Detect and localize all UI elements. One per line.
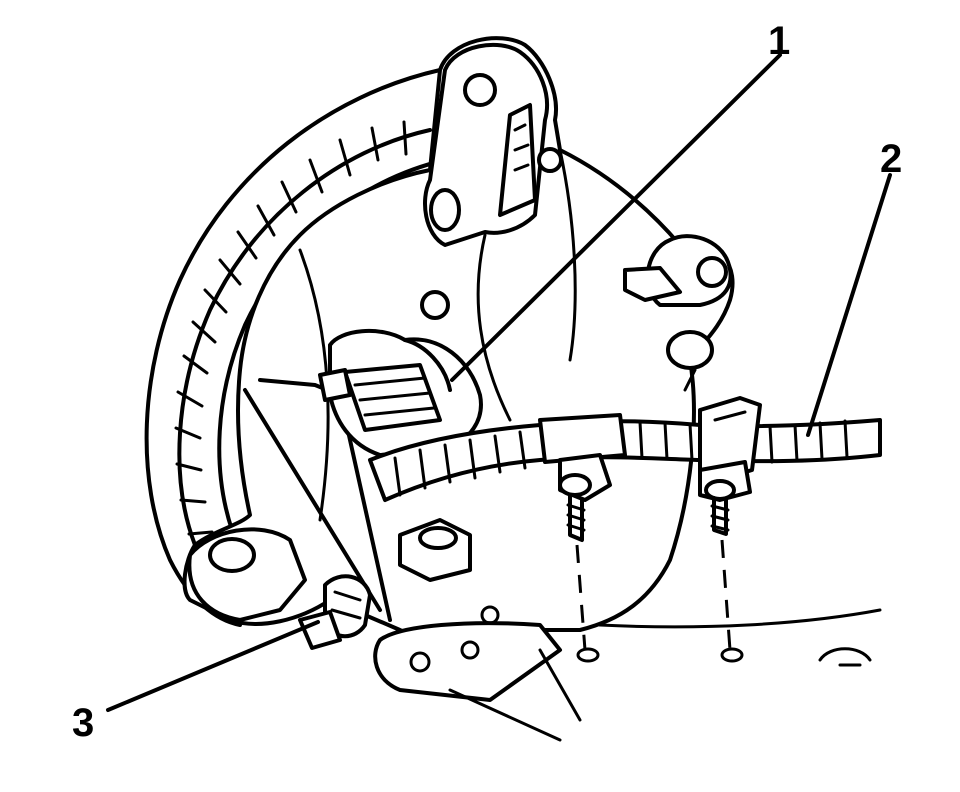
wheel-speed-sensor [318,328,483,457]
bolt-head-lower [418,526,458,550]
upper-ear-hole [463,73,497,107]
harness-bracket-right [698,460,752,663]
callout-2-label: 2 [880,137,902,181]
frame-contour [598,608,882,667]
leader-line-2 [806,173,892,437]
harness-bracket-left [558,453,612,663]
sensor-wiring-harness [368,396,882,502]
lower-mounting-pad [187,527,582,742]
callout-1-label: 1 [768,19,790,63]
callout-3-label: 3 [72,701,94,745]
tone-ring-teeth [174,120,408,568]
leader-line-1 [450,53,782,382]
bolt-head-middle [420,290,450,320]
bolt-head-upper [537,147,563,173]
leader-line-3 [106,620,320,712]
lower-harness-clip [298,574,372,650]
